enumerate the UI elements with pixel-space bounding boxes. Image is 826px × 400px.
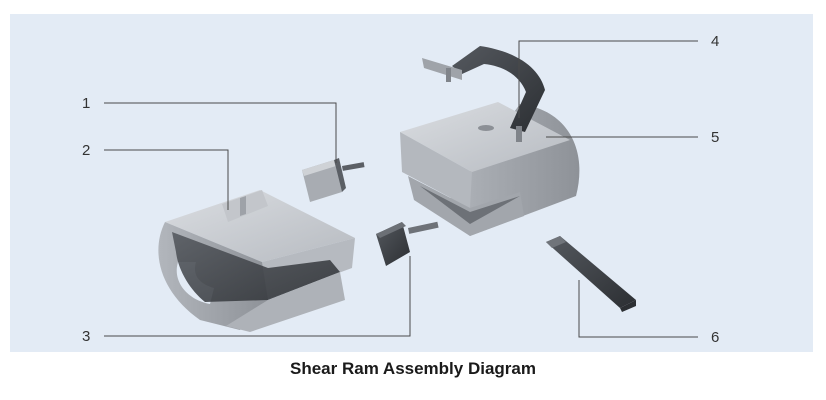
callout-3: 3 (82, 328, 90, 345)
leader-lines (104, 40, 698, 338)
callout-6: 6 (711, 329, 719, 346)
callout-4: 4 (711, 33, 719, 50)
leader-2 (104, 149, 229, 210)
left-ram-block (158, 190, 355, 332)
part-4-bracket (422, 46, 545, 142)
diagram-caption: Shear Ram Assembly Diagram (290, 359, 536, 378)
part-1-seal-block (302, 158, 365, 202)
part-3-packer (376, 221, 439, 266)
callout-1: 1 (82, 95, 90, 112)
part-6-bar (546, 236, 636, 312)
leader-6 (578, 280, 698, 338)
callout-2: 2 (82, 142, 90, 159)
leader-4 (518, 40, 698, 118)
leader-3 (104, 256, 411, 337)
leader-1 (104, 102, 337, 163)
callout-5: 5 (711, 129, 719, 146)
